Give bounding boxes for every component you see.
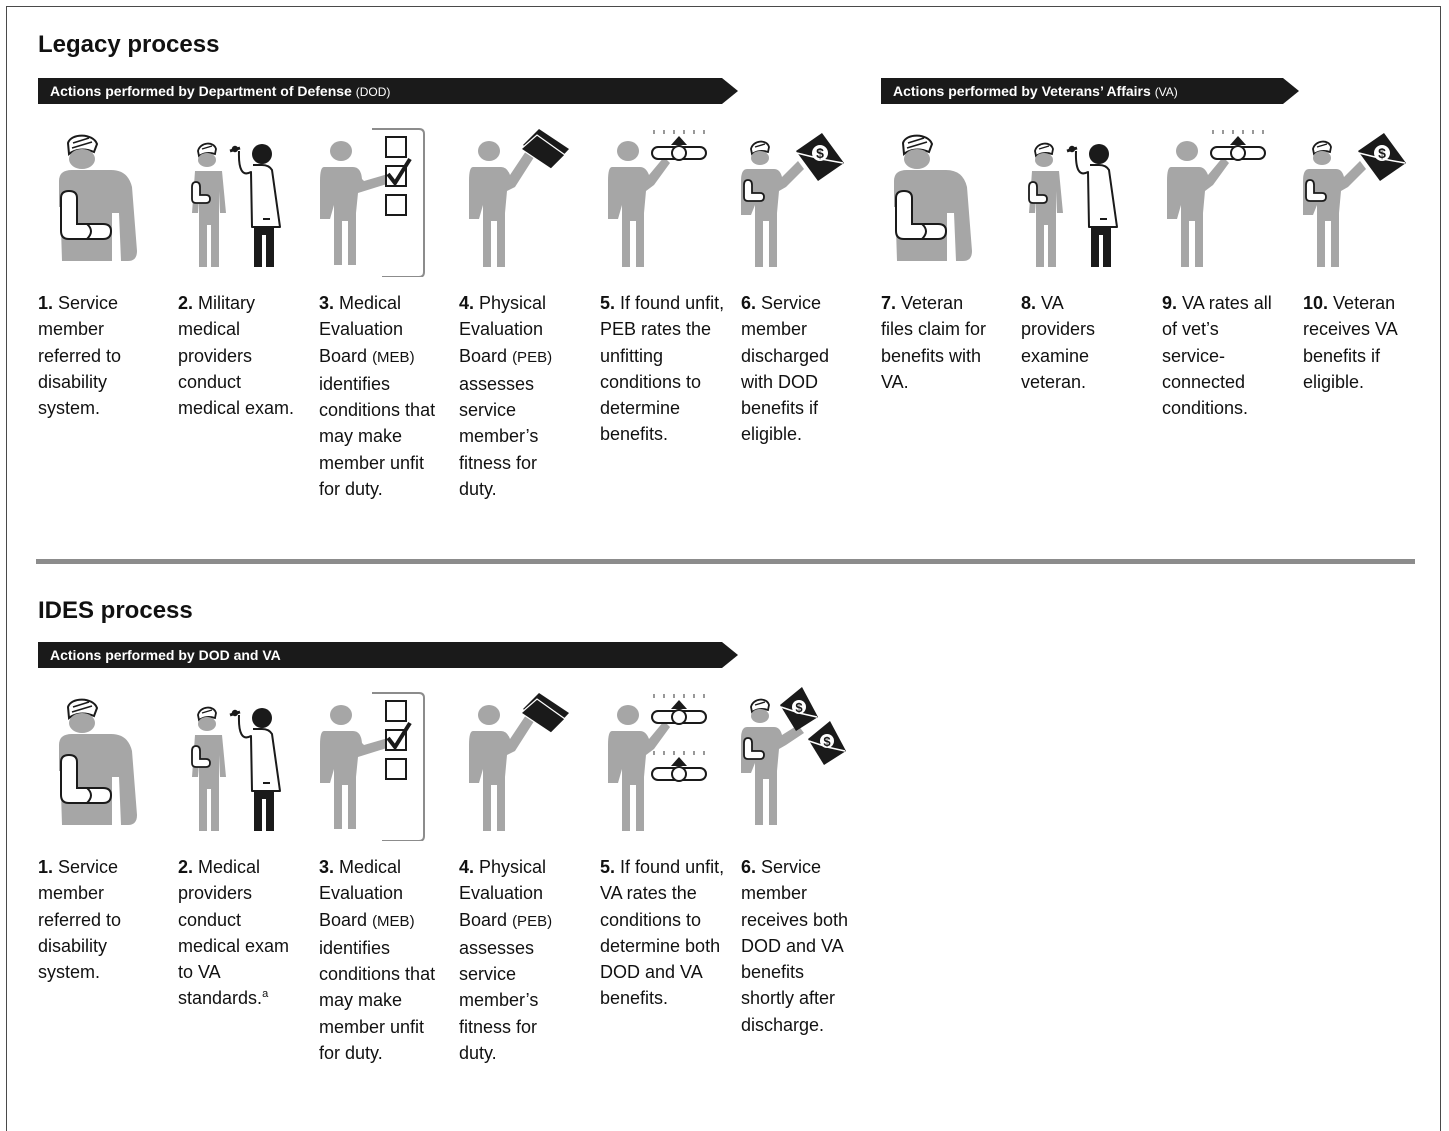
legacy-step-2: 2. Military medical providers conduct me… bbox=[178, 293, 295, 419]
ides-banner: Actions performed by DOD and VA bbox=[38, 642, 738, 668]
rating-slider-icon bbox=[1153, 127, 1275, 277]
ides-step-2: 2. Medical providers conduct medical exa… bbox=[178, 857, 290, 1009]
folder-icon bbox=[455, 691, 577, 841]
legacy-va-banner-label: Actions performed by Veterans’ Affairs bbox=[893, 83, 1151, 99]
legacy-step-8: 8. VA providers examine veteran. bbox=[1021, 293, 1096, 392]
ides-banner-label: Actions performed by DOD and VA bbox=[50, 647, 281, 663]
legacy-step-7: 7. Veteran files claim for benefits with… bbox=[881, 293, 987, 392]
double-benefit-envelope-icon bbox=[726, 685, 848, 835]
checklist-icon bbox=[306, 127, 428, 277]
banner-arrow-shape bbox=[38, 78, 738, 104]
benefit-envelope-icon bbox=[726, 127, 848, 277]
checklist-icon bbox=[306, 691, 428, 841]
legacy-step-1: 1. Service member referred to disability… bbox=[38, 293, 122, 419]
legacy-step-6: 6. Service member discharged with DOD be… bbox=[741, 293, 830, 445]
figure-frame bbox=[6, 6, 1441, 1131]
injured-member-icon bbox=[872, 127, 994, 277]
ides-step-3: 3. Medical Evaluation Board (MEB) identi… bbox=[319, 857, 436, 1064]
legacy-step-10: 10. Veteran receives VA benefits if elig… bbox=[1303, 293, 1397, 392]
footnote-marker: a bbox=[262, 988, 269, 1001]
doctor-exam-icon bbox=[1011, 127, 1133, 277]
section-divider bbox=[36, 559, 1415, 564]
ides-step-4: 4. Physical Evaluation Board (PEB) asses… bbox=[459, 857, 553, 1064]
legacy-step-9: 9. VA rates all of vet’s service-connect… bbox=[1162, 293, 1272, 419]
legacy-va-banner: Actions performed by Veterans’ Affairs (… bbox=[881, 78, 1299, 104]
double-rating-slider-icon bbox=[594, 691, 716, 841]
banner-arrow-shape bbox=[38, 642, 738, 668]
ides-step-5: 5. If found unfit, VA rates the conditio… bbox=[600, 857, 725, 1009]
legacy-va-banner-abbr: (VA) bbox=[1154, 85, 1178, 99]
doctor-exam-icon bbox=[174, 691, 296, 841]
legacy-step-4: 4. Physical Evaluation Board (PEB) asses… bbox=[459, 293, 553, 500]
rating-slider-icon bbox=[594, 127, 716, 277]
folder-icon bbox=[455, 127, 577, 277]
legacy-dod-banner-label: Actions performed by Department of Defen… bbox=[50, 83, 352, 99]
legacy-step-3: 3. Medical Evaluation Board (MEB) identi… bbox=[319, 293, 436, 500]
banner-arrow-shape bbox=[881, 78, 1299, 104]
ides-step-1: 1. Service member referred to disability… bbox=[38, 857, 122, 983]
legacy-dod-banner-abbr: (DOD) bbox=[355, 85, 391, 99]
doctor-exam-icon bbox=[174, 127, 296, 277]
ides-step-6: 6. Service member receives both DOD and … bbox=[741, 857, 849, 1035]
legacy-dod-banner: Actions performed by Department of Defen… bbox=[38, 78, 738, 104]
benefit-envelope-icon bbox=[1288, 127, 1410, 277]
legacy-process-title: Legacy process bbox=[38, 31, 220, 58]
ides-process-title: IDES process bbox=[38, 597, 193, 624]
legacy-step-5: 5. If found unfit, PEB rates the unfitti… bbox=[600, 293, 725, 445]
injured-member-icon bbox=[37, 691, 159, 841]
injured-member-icon bbox=[37, 127, 159, 277]
